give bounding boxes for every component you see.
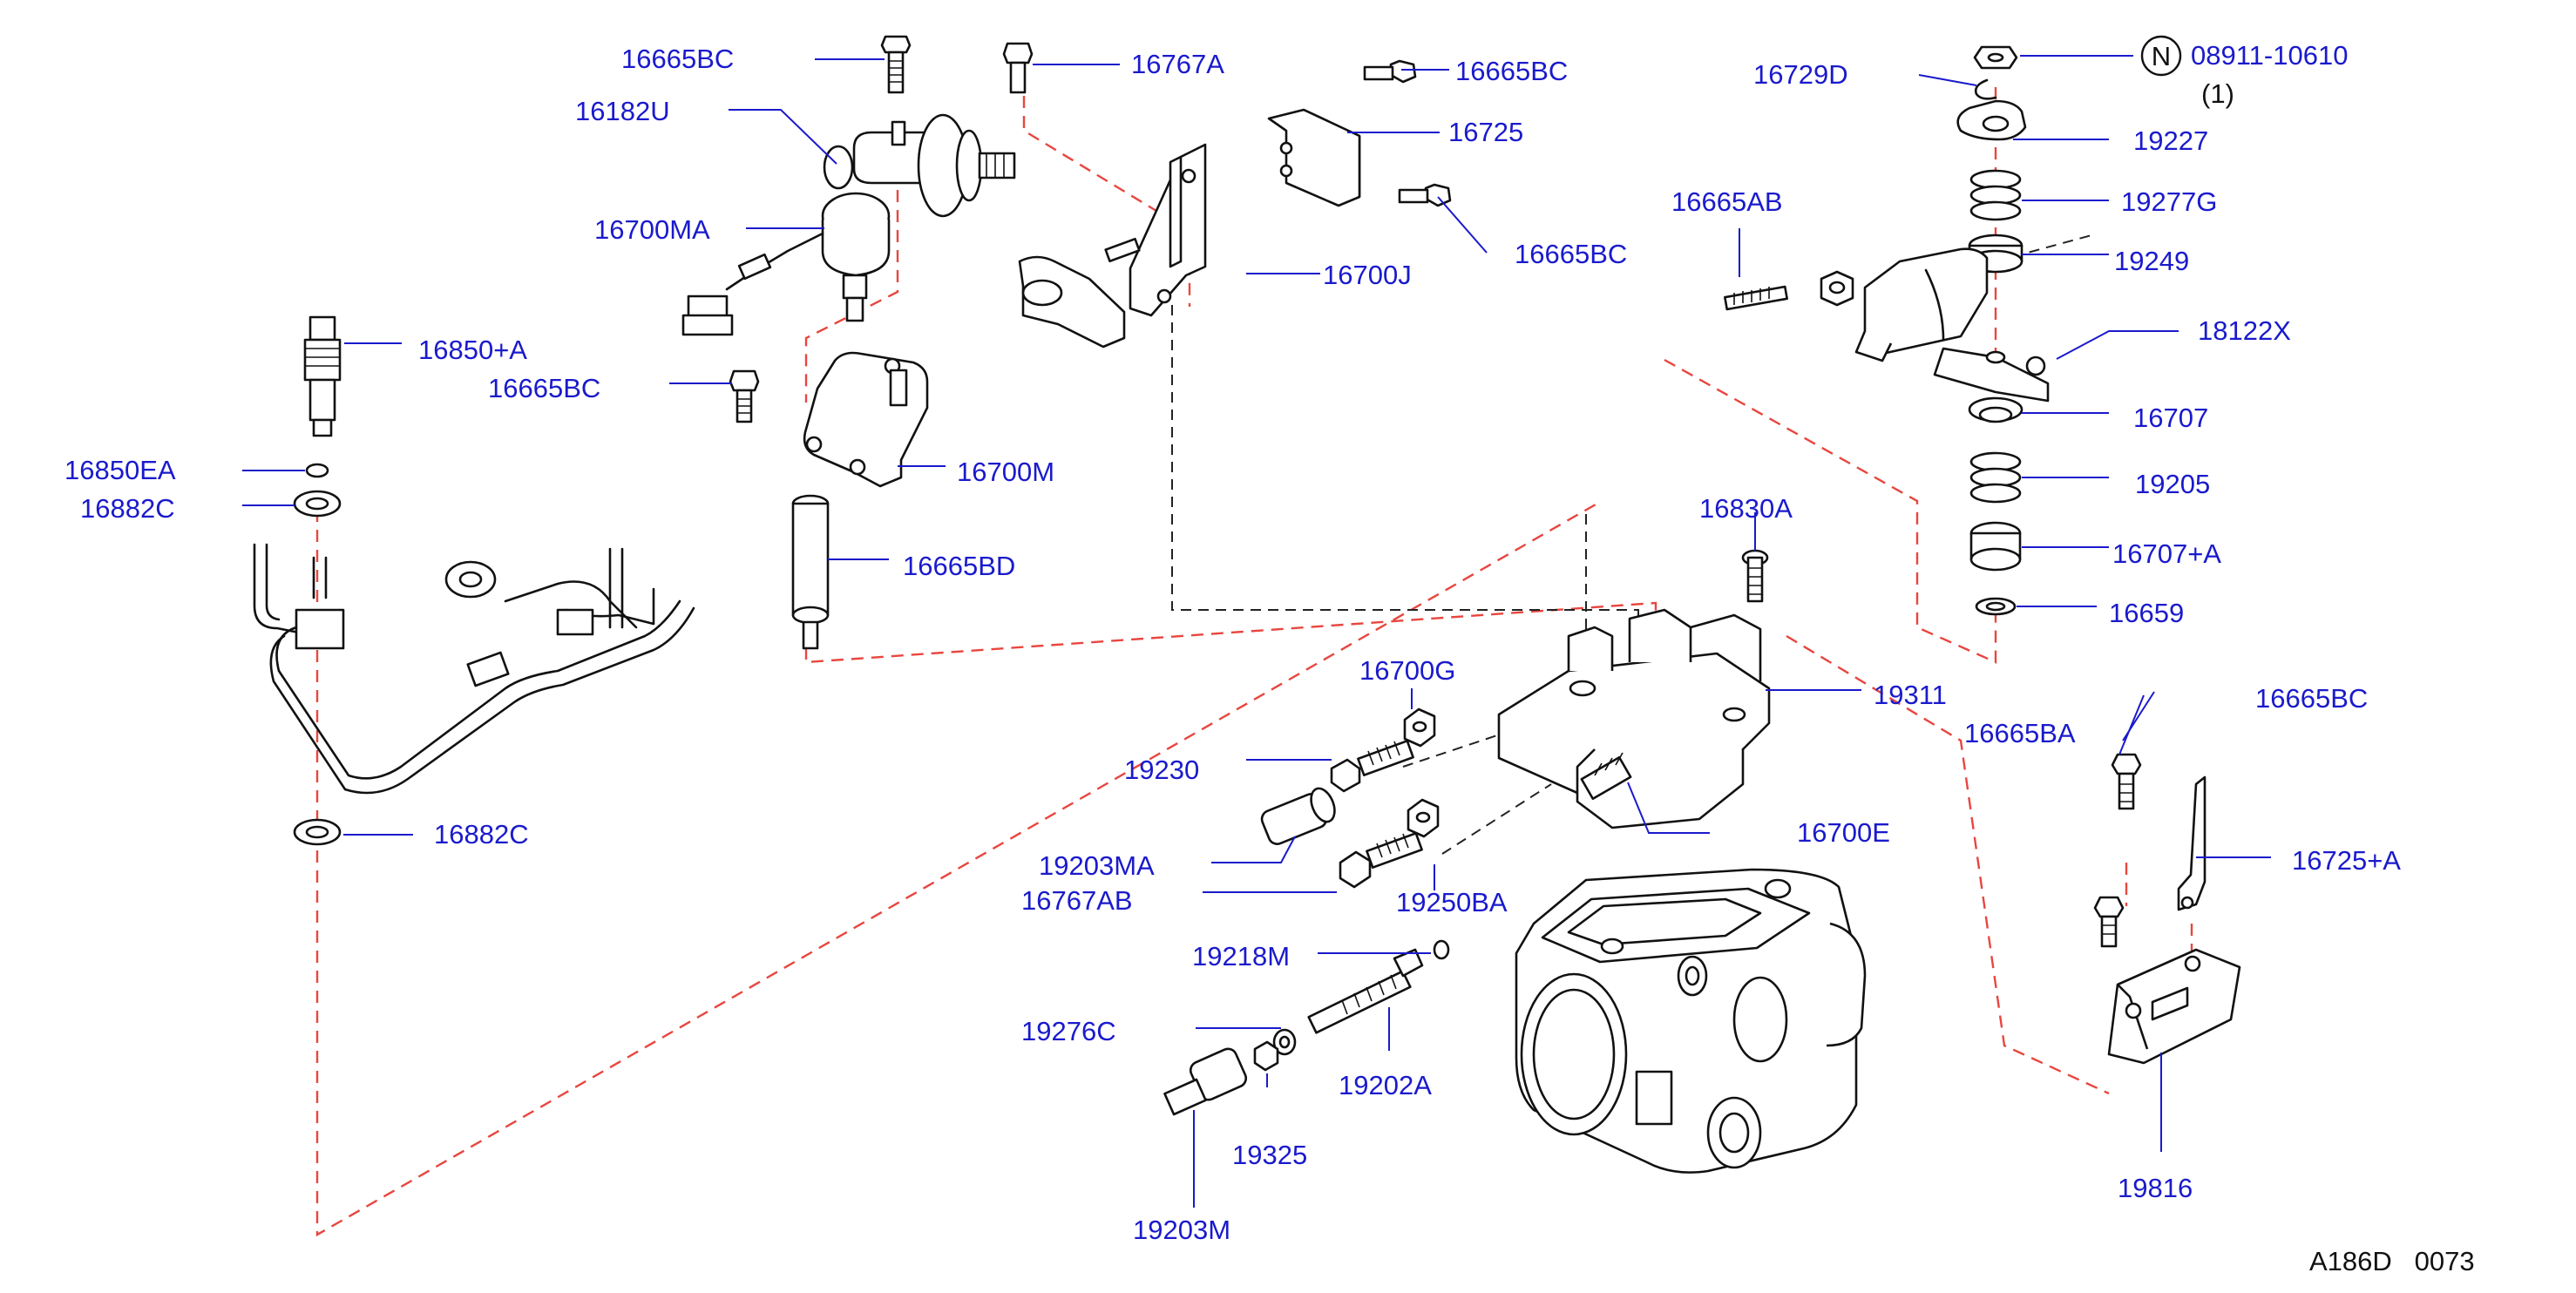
label-16700g: 16700G	[1359, 655, 1455, 686]
label-16182u: 16182U	[575, 96, 670, 126]
plate-16700m-icon	[803, 351, 929, 488]
label-16707-a: 16707+A	[2112, 538, 2221, 569]
sleeve-19203m-icon	[1163, 1047, 1248, 1116]
washer-16882c-bottom-icon	[293, 818, 342, 846]
label-16882c: 16882C	[80, 493, 175, 524]
bracket-16725-icon	[1267, 108, 1361, 207]
label-19227: 19227	[2133, 125, 2208, 156]
label-18122x: 18122X	[2198, 315, 2291, 346]
label-19202a: 19202A	[1339, 1070, 1432, 1100]
part-labels: 16665BC 16767A 16665BC 16729D 08911-1061…	[64, 40, 2401, 1245]
label-16700e: 16700E	[1797, 817, 1890, 848]
bracket-16725a-icon	[2177, 775, 2207, 911]
label-quantity: (1)	[2201, 78, 2234, 109]
label-19816: 19816	[2118, 1173, 2193, 1203]
bracket-19816-icon	[2107, 948, 2241, 1065]
label-16830a: 16830A	[1699, 493, 1793, 524]
label-19276c: 19276C	[1021, 1016, 1116, 1046]
clip-16729d-icon	[1974, 78, 1997, 100]
label-19203m: 19203M	[1133, 1215, 1230, 1245]
label-19250ba: 19250BA	[1396, 887, 1508, 917]
label-16665ab: 16665AB	[1671, 186, 1783, 217]
bracket-16700j-icon	[1018, 143, 1207, 349]
label-16850-a: 16850+A	[418, 335, 527, 365]
label-19230: 19230	[1124, 755, 1199, 785]
n-marker-icon: N	[2140, 35, 2182, 77]
bolt-16767ab-icon	[1339, 832, 1423, 889]
label-16665bc: 16665BC	[488, 373, 600, 403]
leader-lines	[242, 55, 2271, 1208]
label-19203ma: 19203MA	[1039, 850, 1155, 881]
nut-16700g-icon	[1403, 707, 1436, 748]
label-19277g: 19277G	[2121, 186, 2217, 217]
lever-19227-icon	[1956, 99, 2027, 141]
bolt-16665bc-bracket-icon	[1363, 59, 1417, 84]
spring-19205-icon	[1969, 451, 2022, 504]
label-19325: 19325	[1232, 1140, 1307, 1170]
label-16700j: 16700J	[1323, 260, 1412, 290]
label-16665bc: 16665BC	[1455, 56, 1568, 86]
bolt-16665bc-top-icon	[880, 35, 912, 94]
label-16767a: 16767A	[1131, 49, 1224, 79]
bolt-16767a-icon	[1002, 42, 1034, 94]
oring-19218m-icon	[1433, 939, 1450, 960]
label-16767ab: 16767AB	[1021, 885, 1133, 916]
screw-16830a-icon	[1741, 549, 1769, 603]
label-16700ma: 16700MA	[594, 214, 710, 245]
washer-16659-icon	[1975, 597, 2017, 616]
label-16665bc: 16665BC	[2255, 683, 2368, 714]
label-16659: 16659	[2109, 598, 2184, 628]
bolt-16665bc-side-icon	[1398, 183, 1452, 207]
bolt-16665bc-mid-icon	[729, 369, 760, 423]
sleeve-19203ma-icon	[1260, 787, 1336, 845]
lever-18122x-icon	[1854, 247, 2050, 403]
label-19311: 19311	[1874, 680, 1947, 710]
actuator-16182u-icon	[823, 113, 1016, 218]
nut-19250ba-icon	[1407, 798, 1440, 838]
label-19249: 19249	[2114, 246, 2189, 276]
label-08911-10610: 08911-10610	[2191, 40, 2348, 71]
bolt-19230-icon	[1330, 740, 1414, 793]
label-16665bc: 16665BC	[1515, 239, 1627, 269]
label-16850ea: 16850EA	[64, 455, 176, 485]
bolt-16665bc-right-icon	[2111, 753, 2142, 810]
fuel-pipe-icon	[253, 543, 695, 795]
spring-19277g-icon	[1969, 169, 2022, 221]
label-16707: 16707	[2133, 403, 2208, 433]
label-16725-a: 16725+A	[2292, 845, 2401, 876]
label-16725: 16725	[1448, 117, 1523, 147]
diagram-code: A186D 0073	[2309, 1246, 2475, 1276]
oring-16850ea-icon	[305, 463, 329, 478]
throttle-body-icon	[1515, 868, 1867, 1174]
n-marker-text: N	[2152, 41, 2171, 71]
bolt-16665ab-icon	[1724, 270, 1854, 311]
screw-19202a-icon	[1307, 948, 1424, 1034]
label-16729d: 16729D	[1753, 59, 1848, 90]
cap-16707a-icon	[1969, 521, 2022, 572]
nut-19325-icon	[1253, 1040, 1279, 1072]
label-16665bd: 16665BD	[903, 551, 1015, 581]
label-16882c: 16882C	[434, 819, 529, 850]
washer-19276c-icon	[1272, 1028, 1297, 1056]
bushing-16707-icon	[1968, 396, 2024, 423]
label-16665ba: 16665BA	[1964, 718, 2076, 748]
cam-16700e-icon	[1580, 752, 1632, 801]
standoff-16665bd-icon	[791, 494, 830, 650]
sensor-16700ma-icon	[681, 192, 891, 336]
bolt-16665ba-icon	[2093, 896, 2125, 948]
label-19205: 19205	[2135, 469, 2210, 499]
label-19218m: 19218M	[1192, 941, 1290, 971]
nut-08911-icon	[1973, 45, 2018, 70]
fitting-16850a-icon	[303, 315, 342, 437]
label-16665bc: 16665BC	[621, 44, 734, 74]
washer-16882c-top-icon	[293, 490, 342, 518]
label-16700m: 16700M	[957, 457, 1054, 487]
